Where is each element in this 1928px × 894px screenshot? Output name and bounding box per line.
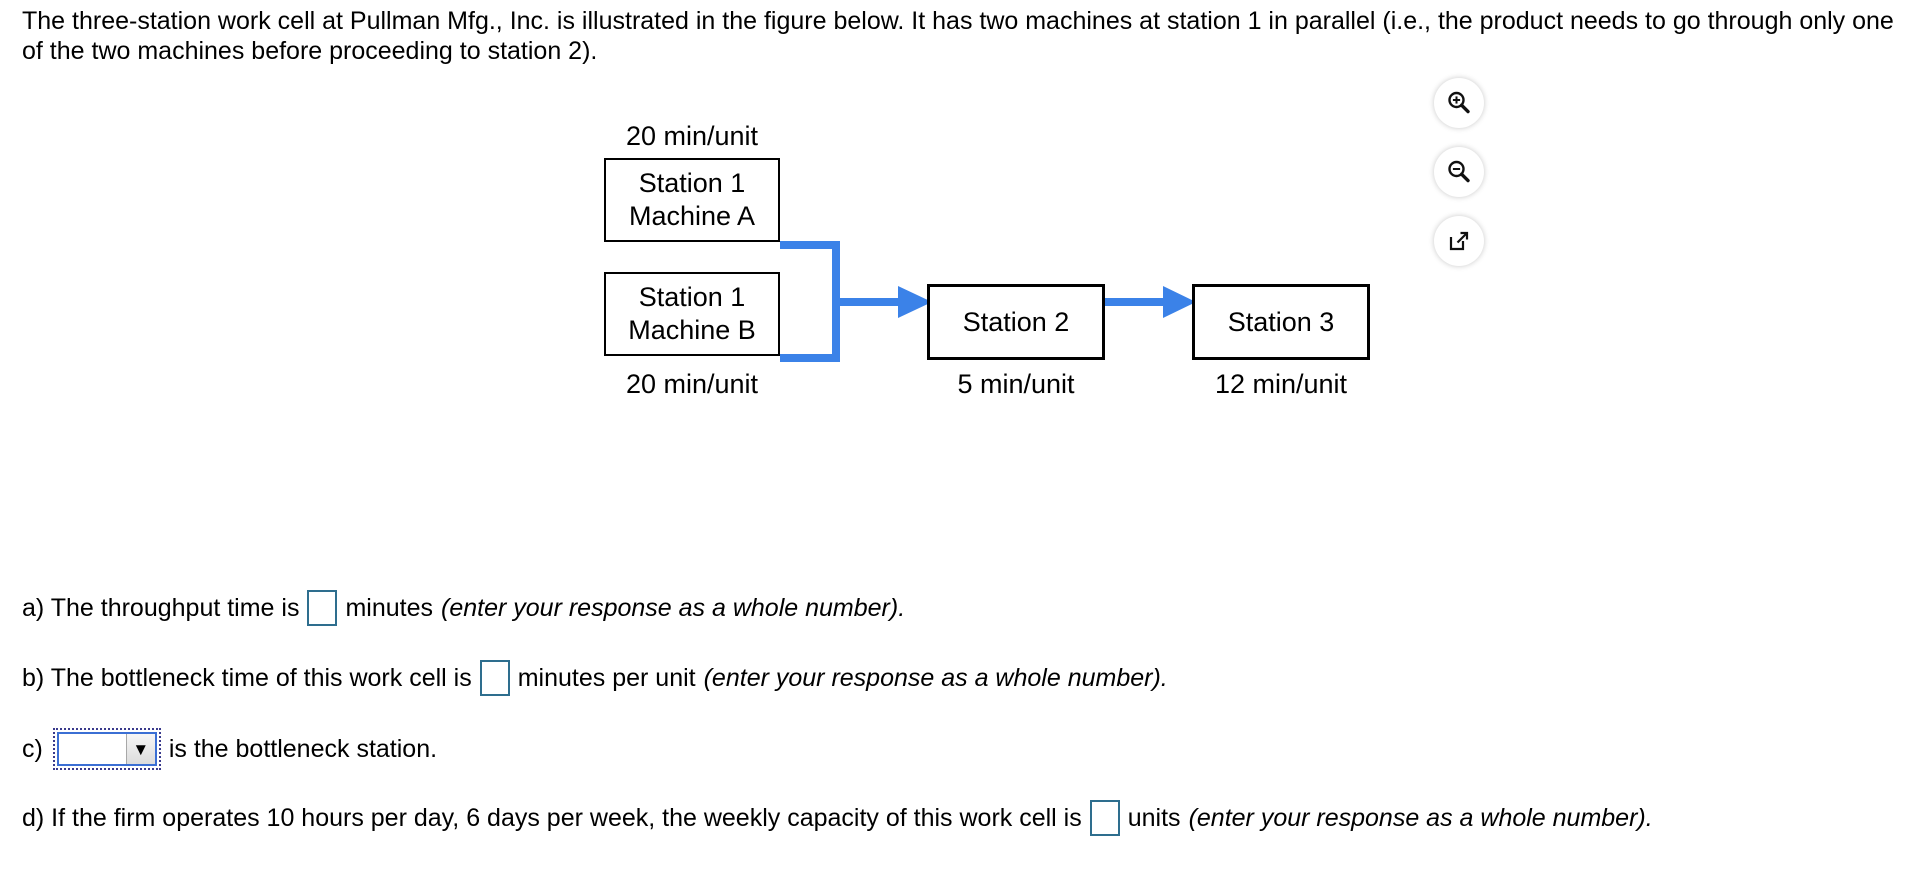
station1-machine-a-box: Station 1 Machine A (604, 158, 780, 242)
answer-d-prefix: d) If the firm operates 10 hours per day… (22, 804, 1082, 832)
answer-b-unit: minutes per unit (517, 664, 696, 692)
open-in-new-window-button[interactable] (1434, 216, 1484, 266)
answer-line-b: b) The bottleneck time of this work cell… (22, 660, 1168, 696)
station3-time-label: 12 min/unit (1214, 369, 1348, 399)
answer-b-prefix: b) The bottleneck time of this work cell… (22, 664, 472, 692)
answer-c-suffix: is the bottleneck station. (168, 735, 438, 763)
answer-d-hint: (enter your response as a whole number). (1188, 804, 1653, 832)
answer-line-c: c) ▼ is the bottleneck station. (22, 728, 437, 770)
answer-line-a: a) The throughput time is minutes (enter… (22, 590, 905, 626)
bottleneck-station-selected-value (59, 734, 126, 764)
station2-box: Station 2 (927, 284, 1105, 360)
station1-machine-b-line2: Machine B (628, 315, 756, 345)
answer-d-unit: units (1127, 804, 1181, 832)
zoom-out-icon (1444, 157, 1474, 187)
problem-statement: The three-station work cell at Pullman M… (22, 7, 1894, 65)
station3-label: Station 3 (1227, 306, 1335, 337)
chevron-down-icon[interactable]: ▼ (125, 734, 155, 764)
station2-label: Station 2 (962, 306, 1070, 337)
open-in-new-window-icon (1445, 227, 1473, 255)
answer-a-input[interactable] (307, 590, 338, 626)
zoom-in-button[interactable] (1434, 78, 1484, 128)
station1-machine-b-box: Station 1 Machine B (604, 272, 780, 356)
answer-line-d: d) If the firm operates 10 hours per day… (22, 800, 1653, 836)
figure-toolbar (1434, 78, 1486, 285)
station1-machine-b-line1: Station 1 (638, 282, 746, 312)
zoom-in-icon (1444, 88, 1474, 118)
answer-c-prefix: c) (22, 735, 43, 763)
answer-a-prefix: a) The throughput time is (22, 594, 300, 622)
station1-machine-a-line1: Station 1 (638, 168, 746, 198)
station1-machine-a-line2: Machine A (628, 201, 756, 231)
answer-a-hint: (enter your response as a whole number). (441, 594, 906, 622)
answer-b-hint: (enter your response as a whole number). (703, 664, 1168, 692)
station3-box: Station 3 (1192, 284, 1370, 360)
bottleneck-station-dropdown-focus-ring: ▼ (52, 728, 161, 770)
bottleneck-station-dropdown[interactable]: ▼ (56, 732, 157, 766)
answer-b-input[interactable] (479, 660, 510, 696)
answer-a-unit: minutes (345, 594, 434, 622)
zoom-out-button[interactable] (1434, 147, 1484, 197)
answer-d-input[interactable] (1089, 800, 1120, 836)
machine-a-time-label: 20 min/unit (625, 121, 759, 151)
station2-time-label: 5 min/unit (957, 369, 1075, 399)
machine-b-time-label: 20 min/unit (625, 369, 759, 399)
work-cell-diagram: 20 min/unit Station 1 Machine A Station … (0, 110, 1500, 440)
